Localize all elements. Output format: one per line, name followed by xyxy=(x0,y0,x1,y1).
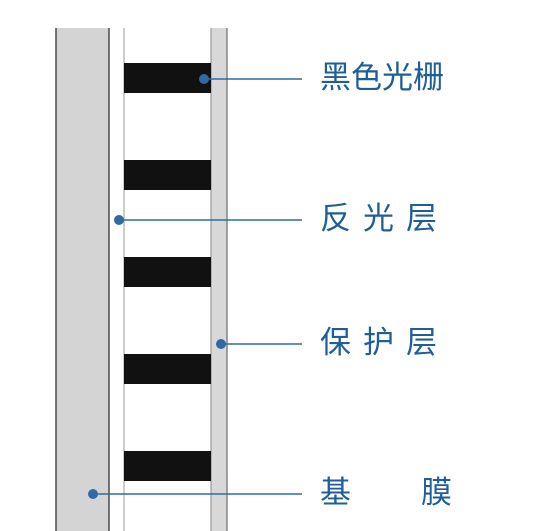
grating-bar xyxy=(124,160,211,190)
grating-bar xyxy=(124,451,211,481)
grating-label: 黑色光栅 xyxy=(320,60,444,96)
protective-layer xyxy=(211,28,227,531)
protective-layer-label: 保护层 xyxy=(320,325,449,361)
reflective-layer xyxy=(110,28,124,531)
grating-bar xyxy=(124,257,211,287)
reflective-layer-label: 反光层 xyxy=(320,201,449,237)
substrate-label: 基膜 xyxy=(320,475,522,511)
substrate-layer xyxy=(56,28,109,531)
protective-leader-dot xyxy=(216,339,226,349)
grating-bar xyxy=(124,63,211,93)
grating-bar xyxy=(124,354,211,384)
substrate-leader-dot xyxy=(88,489,98,499)
grating-leader-dot xyxy=(199,74,209,84)
reflective-leader-dot xyxy=(114,215,124,225)
